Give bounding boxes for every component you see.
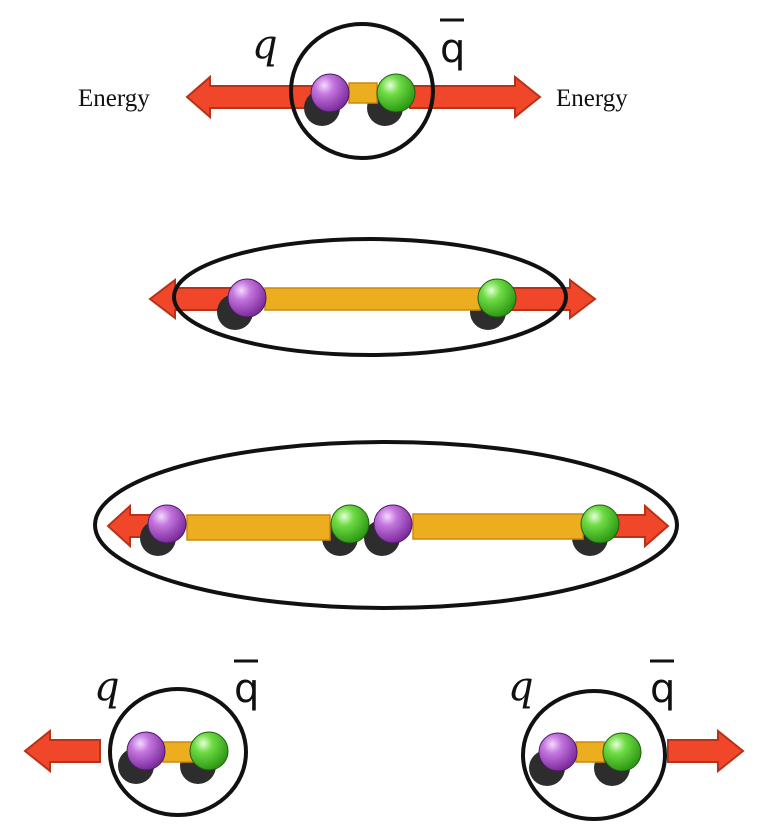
antiquark-label: q <box>234 666 259 712</box>
purple-sphere-icon <box>310 73 350 113</box>
purple-sphere-icon <box>147 504 187 544</box>
stage-3-string-breaking <box>93 440 679 610</box>
quark-label: q <box>94 664 120 710</box>
quark-label: q <box>508 664 534 710</box>
stage-4-left-meson: q q <box>23 659 259 817</box>
flux-tube <box>348 82 378 104</box>
flux-tube <box>162 741 194 763</box>
purple-sphere-icon <box>538 732 578 772</box>
purple-sphere-icon <box>227 278 267 318</box>
red-arrow-icon <box>667 728 745 774</box>
flux-tube <box>412 513 584 540</box>
red-arrow-icon <box>409 74 542 120</box>
red-arrow-icon <box>511 277 597 321</box>
antiquark-label: q <box>440 26 465 72</box>
stage-2-stretched <box>148 237 597 357</box>
hadron-ellipse-outline <box>172 237 568 357</box>
energy-label-left: Energy <box>78 85 150 112</box>
hadron-ellipse-outline <box>93 440 679 610</box>
stage-1-meson: Energy Energy q q <box>78 18 628 160</box>
green-sphere-icon <box>330 504 370 544</box>
red-arrow-icon <box>611 503 670 549</box>
green-sphere-icon <box>189 731 229 771</box>
quark-label: q <box>252 22 278 68</box>
energy-label-right: Energy <box>556 85 628 112</box>
flux-tube <box>186 514 331 541</box>
green-sphere-icon <box>477 278 517 318</box>
flux-tube <box>575 741 605 763</box>
red-arrow-icon <box>23 728 101 774</box>
purple-sphere-icon <box>126 731 166 771</box>
green-sphere-icon <box>376 73 416 113</box>
purple-sphere-icon <box>373 504 413 544</box>
green-sphere-icon <box>580 504 620 544</box>
stage-4-right-meson: q q <box>508 659 745 821</box>
flux-tube <box>264 287 481 311</box>
hadron-ellipse-outline <box>108 687 248 817</box>
green-sphere-icon <box>602 732 642 772</box>
hadron-ellipse-outline <box>289 22 435 160</box>
antiquark-label: q <box>650 666 675 712</box>
red-arrow-icon <box>185 74 321 120</box>
hadron-ellipse-outline <box>521 689 667 821</box>
